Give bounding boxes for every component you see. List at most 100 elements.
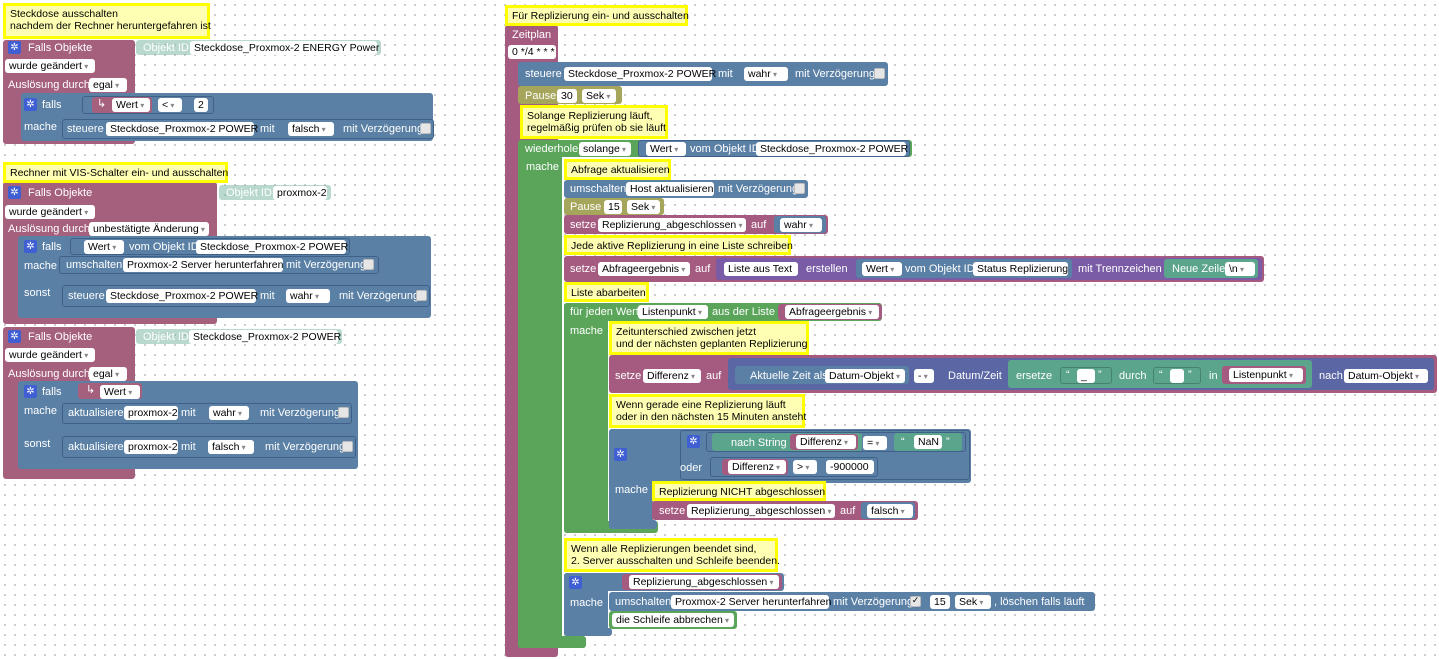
gear-icon[interactable]: ✲ xyxy=(614,448,627,461)
number-field[interactable]: -900000 xyxy=(826,460,874,474)
trigger-by-dropdown[interactable]: egal xyxy=(89,367,127,381)
variable-dropdown[interactable]: Abfrageergebnis xyxy=(598,262,690,276)
delay-checkbox[interactable] xyxy=(794,183,805,194)
object-ref[interactable]: Steckdose_Proxmox-2 POWER xyxy=(196,240,348,254)
gear-icon[interactable]: ✲ xyxy=(8,330,21,343)
object-ref[interactable]: Steckdose_Proxmox-2 POWER xyxy=(756,142,908,156)
comment-block[interactable]: Wenn gerade eine Replizierung läuft oder… xyxy=(609,394,806,428)
list-item-dropdown[interactable]: Listenpunkt xyxy=(638,305,708,319)
object-id-label: Objekt ID xyxy=(143,331,189,343)
variable-dropdown[interactable]: Replizierung_abgeschlossen xyxy=(687,504,835,518)
comment-block[interactable]: Solange Replizierung läuft, regelmäßig p… xyxy=(520,105,668,139)
value-dropdown[interactable]: Wert xyxy=(862,262,902,276)
variable-dropdown[interactable]: Differenz xyxy=(728,460,786,474)
control-target[interactable]: Steckdose_Proxmox-2 POWER xyxy=(564,67,716,81)
gear-icon[interactable]: ✲ xyxy=(24,240,37,253)
delay-checkbox[interactable]: ✓ xyxy=(910,596,921,607)
delay-checkbox[interactable] xyxy=(338,407,349,418)
update-target[interactable]: proxmox-2 xyxy=(124,440,178,454)
operator-dropdown[interactable]: < xyxy=(158,98,182,112)
delay-label: mit Verzögerung xyxy=(833,596,914,608)
delay-unit-dropdown[interactable]: Sek xyxy=(955,595,991,609)
comment-block[interactable]: Zeitunterschied zwischen jetzt und der n… xyxy=(609,321,809,355)
date-object-dropdown[interactable]: Datum-Objekt xyxy=(1344,369,1428,383)
value-dropdown[interactable]: Wert xyxy=(100,385,140,399)
operator-dropdown[interactable]: > xyxy=(793,460,817,474)
variable-dropdown[interactable]: Listenpunkt xyxy=(1229,368,1303,382)
gear-icon[interactable]: ✲ xyxy=(8,41,21,54)
gear-icon[interactable]: ✲ xyxy=(24,98,37,111)
set-label: setze xyxy=(659,505,686,517)
delay-checkbox[interactable] xyxy=(416,290,427,301)
control-value-dropdown[interactable]: wahr xyxy=(744,67,788,81)
gear-icon[interactable]: ✲ xyxy=(24,385,37,398)
pause-value[interactable]: 15 xyxy=(604,200,622,214)
pause-unit-dropdown[interactable]: Sek xyxy=(582,89,616,103)
delay-checkbox[interactable] xyxy=(342,441,353,452)
object-id-value[interactable]: proxmox-2 xyxy=(273,186,327,200)
comment-block[interactable]: Rechner mit VIS-Schalter ein- und aussch… xyxy=(3,162,228,183)
control-value-dropdown[interactable]: falsch xyxy=(288,122,334,136)
delay-label: mit Verzögerung xyxy=(339,290,420,302)
variable-dropdown[interactable]: Differenz xyxy=(796,435,856,449)
trigger-by-dropdown[interactable]: egal xyxy=(89,78,127,92)
comment-block[interactable]: Abfrage aktualisieren xyxy=(564,159,671,180)
delay-checkbox[interactable] xyxy=(420,123,431,134)
pause-value[interactable]: 30 xyxy=(557,89,577,103)
text-value[interactable]: _ xyxy=(1077,369,1095,383)
update-target[interactable]: proxmox-2 xyxy=(124,406,178,420)
value-true-dropdown[interactable]: wahr xyxy=(209,406,249,420)
comment-block[interactable]: Wenn alle Replizierungen beendet sind, 2… xyxy=(564,538,780,572)
gear-icon[interactable]: ✲ xyxy=(687,435,700,448)
changed-dropdown[interactable]: wurde geändert xyxy=(5,348,95,362)
comment-block[interactable]: Für Replizierung ein- und ausschalten xyxy=(505,5,689,26)
break-loop-dropdown[interactable]: die Schleife abbrechen xyxy=(612,613,734,627)
repeat-mode-dropdown[interactable]: solange xyxy=(579,142,631,156)
value-dropdown[interactable]: Wert xyxy=(112,98,150,112)
object-ref[interactable]: Status Replizierung xyxy=(973,262,1068,276)
list-mode[interactable]: Liste aus Text xyxy=(724,262,798,276)
value-false-dropdown[interactable]: falsch xyxy=(208,440,254,454)
comment-block[interactable]: Liste abarbeiten xyxy=(564,282,649,302)
comment-text: Liste abarbeiten xyxy=(571,287,646,299)
variable-dropdown[interactable]: Differenz xyxy=(643,369,701,383)
date-object-dropdown[interactable]: Datum-Objekt xyxy=(825,369,905,383)
control-target[interactable]: Steckdose_Proxmox-2 POWER xyxy=(106,122,258,136)
control-target[interactable]: Steckdose_Proxmox-2 POWER xyxy=(106,289,258,303)
cron-field[interactable]: 0 */4 * * * xyxy=(508,45,556,59)
operator-dropdown[interactable]: = xyxy=(863,436,887,450)
delay-checkbox[interactable] xyxy=(874,68,885,79)
delay-value[interactable]: 15 xyxy=(930,595,950,609)
changed-dropdown[interactable]: wurde geändert xyxy=(5,205,95,219)
text-value[interactable] xyxy=(1170,369,1184,383)
toggle-target[interactable]: Host aktualisieren xyxy=(626,182,714,196)
with-label: mit xyxy=(718,68,733,80)
gear-icon[interactable]: ✲ xyxy=(569,576,582,589)
text-value[interactable]: NaN xyxy=(914,435,942,449)
changed-dropdown[interactable]: wurde geändert xyxy=(5,59,95,73)
for-each-block[interactable] xyxy=(564,303,608,533)
value-dropdown[interactable]: Wert xyxy=(646,142,686,156)
variable-dropdown[interactable]: Replizierung_abgeschlossen xyxy=(598,218,746,232)
object-id-value[interactable]: Steckdose_Proxmox-2 ENERGY Power xyxy=(190,41,379,55)
value-dropdown[interactable]: Wert xyxy=(84,240,124,254)
gear-icon[interactable]: ✲ xyxy=(8,186,21,199)
operator-dropdown[interactable]: - xyxy=(914,369,934,383)
value-true-dropdown[interactable]: wahr xyxy=(780,218,822,232)
comment-block[interactable]: Replizierung NICHT abgeschlossen xyxy=(652,481,826,501)
value-false-dropdown[interactable]: falsch xyxy=(867,504,913,518)
control-value-dropdown[interactable]: wahr xyxy=(286,289,330,303)
comment-block[interactable]: Steckdose ausschalten nachdem der Rechne… xyxy=(3,3,211,39)
newline-dropdown[interactable]: \n xyxy=(1225,262,1255,276)
number-field[interactable]: 2 xyxy=(194,98,208,112)
variable-dropdown[interactable]: Abfrageergebnis xyxy=(785,305,879,319)
toggle-target[interactable]: Proxmox-2 Server herunterfahren xyxy=(123,258,283,272)
toggle-target[interactable]: Proxmox-2 Server herunterfahren xyxy=(671,595,831,609)
comment-block[interactable]: Jede aktive Replizierung in eine Liste s… xyxy=(564,235,793,255)
object-id-value[interactable]: Steckdose_Proxmox-2 POWER xyxy=(189,330,341,344)
pause-unit-dropdown[interactable]: Sek xyxy=(627,200,660,214)
delay-checkbox[interactable] xyxy=(363,259,374,270)
repeat-loop-block[interactable] xyxy=(518,140,562,648)
variable-dropdown[interactable]: Replizierung_abgeschlossen xyxy=(629,575,779,589)
trigger-by-dropdown[interactable]: unbestätigte Änderung xyxy=(89,222,209,236)
